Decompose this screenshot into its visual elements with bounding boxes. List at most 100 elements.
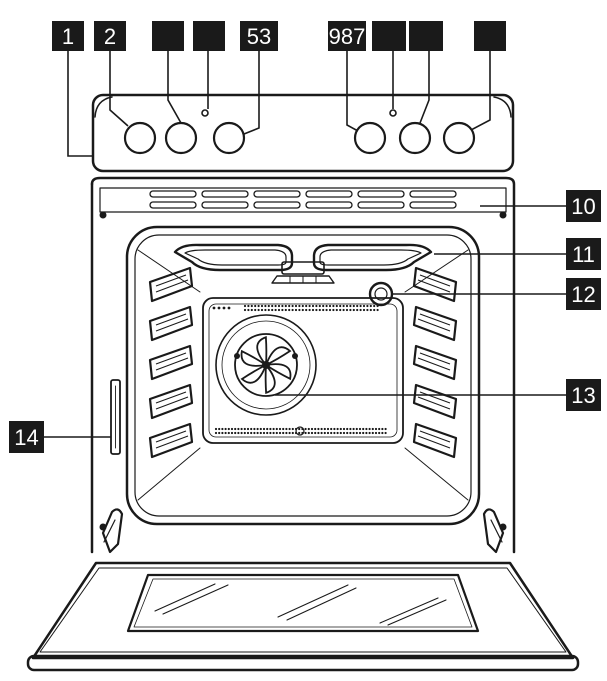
perforation-dot <box>224 427 227 431</box>
fan-blade <box>256 335 268 366</box>
perforation-dot <box>298 427 301 431</box>
open-door <box>26 561 580 672</box>
perforation-dot <box>288 431 291 435</box>
shelf-runner-edge <box>155 313 187 326</box>
perforation-dot <box>243 427 246 431</box>
vent-slot <box>409 201 457 209</box>
callout-8 <box>409 21 443 51</box>
callout-number: 1 <box>62 24 74 49</box>
shelf-runner-edge <box>155 391 187 404</box>
back-panel-perforations <box>212 304 387 436</box>
perforation-dot <box>305 304 308 308</box>
perforation-dot <box>259 431 262 435</box>
perforation-dot <box>358 431 362 435</box>
perforation-dot <box>257 304 260 308</box>
shelf-runner-edge <box>419 313 451 326</box>
perforation-dot <box>214 427 218 431</box>
perforation-dot <box>320 427 323 431</box>
perforation-dot <box>272 431 275 435</box>
perforation-dot <box>237 431 240 435</box>
perforation-dot <box>247 304 250 308</box>
perforation-dot <box>352 304 355 308</box>
callout-number: 53 <box>247 24 271 49</box>
perforation-dot <box>234 427 237 431</box>
perforation-dot <box>368 427 371 431</box>
perforation-dot <box>307 431 310 435</box>
perforation-dot <box>342 304 345 308</box>
perforation-dot <box>267 308 270 312</box>
control-panel <box>91 93 515 173</box>
shelf-runner-edge <box>155 357 189 371</box>
vent-slot <box>253 190 301 198</box>
perforation-dot <box>307 427 310 431</box>
perforation-dot <box>221 431 224 435</box>
perforation-dot <box>278 431 282 435</box>
door-hinge-right <box>482 508 505 554</box>
perforation-dot <box>378 427 381 431</box>
door-hinge-left <box>101 508 124 554</box>
perforation-dot <box>335 304 338 308</box>
perforation-dot <box>266 431 269 435</box>
perforation-dot <box>253 431 256 435</box>
shelf-runner-edge <box>155 435 189 449</box>
perforation-dot <box>381 431 384 435</box>
perforation-dot <box>227 431 230 435</box>
perforation-dot <box>336 431 339 435</box>
perforation-dot <box>374 431 378 435</box>
shelf-runner <box>148 422 194 459</box>
perforation-dot <box>349 308 352 312</box>
callout-12: 12 <box>566 278 601 310</box>
shelf-runner <box>412 344 458 381</box>
shelf-runner-edge <box>417 396 451 410</box>
callout-number: 11 <box>572 242 595 267</box>
perforation-dot <box>328 304 332 308</box>
callout-3 <box>152 21 184 51</box>
perforation-dot <box>212 306 216 310</box>
perforation-dot <box>288 308 291 312</box>
shelf-runner-edge <box>417 435 451 449</box>
perforation-dot <box>266 427 269 431</box>
perforation-dot <box>362 431 365 435</box>
vent-slot <box>305 190 353 198</box>
perforation-dot <box>317 431 320 435</box>
perforation-dot <box>326 427 330 431</box>
perforation-dot <box>250 431 253 435</box>
shelf-supports-right <box>412 266 458 459</box>
perforation-dot <box>339 304 342 308</box>
perforation-dot <box>227 306 231 310</box>
vent-slot <box>305 201 353 209</box>
perforation-dot <box>282 427 285 431</box>
leader-line-6 <box>346 51 359 132</box>
perforation-dot <box>298 308 301 312</box>
perforation-dot <box>322 304 325 308</box>
perforation-dot <box>356 308 359 312</box>
shelf-runner-edge <box>155 318 189 332</box>
perforation-dot <box>362 304 366 308</box>
callout-box <box>566 278 601 310</box>
vent-slot <box>201 190 249 198</box>
shelf-runner-edge <box>419 430 451 443</box>
perforation-dot <box>318 308 321 312</box>
vent-slot <box>357 190 405 198</box>
leader-line-9 <box>470 51 491 131</box>
shelf-runner <box>412 266 458 303</box>
perforation-dot <box>291 427 294 431</box>
control-knob-2 <box>164 121 198 155</box>
top-heating-element <box>173 243 433 284</box>
perforation-dot <box>376 308 379 312</box>
panel-fixing-hole <box>295 426 305 436</box>
perforation-dot <box>275 427 278 431</box>
leader-line-8 <box>419 51 430 124</box>
perforation-dot <box>253 427 256 431</box>
perforation-dot <box>272 427 275 431</box>
callout-number: 13 <box>571 383 595 408</box>
frame-screw <box>499 211 507 219</box>
perforation-dot <box>342 431 346 435</box>
frame-screw <box>99 211 107 219</box>
perforation-dot <box>332 304 335 308</box>
perforation-dot <box>365 427 368 431</box>
perforation-dot <box>318 304 321 308</box>
shelf-runner <box>412 422 458 459</box>
back-panel <box>202 297 404 444</box>
perforation-dot <box>271 308 274 312</box>
